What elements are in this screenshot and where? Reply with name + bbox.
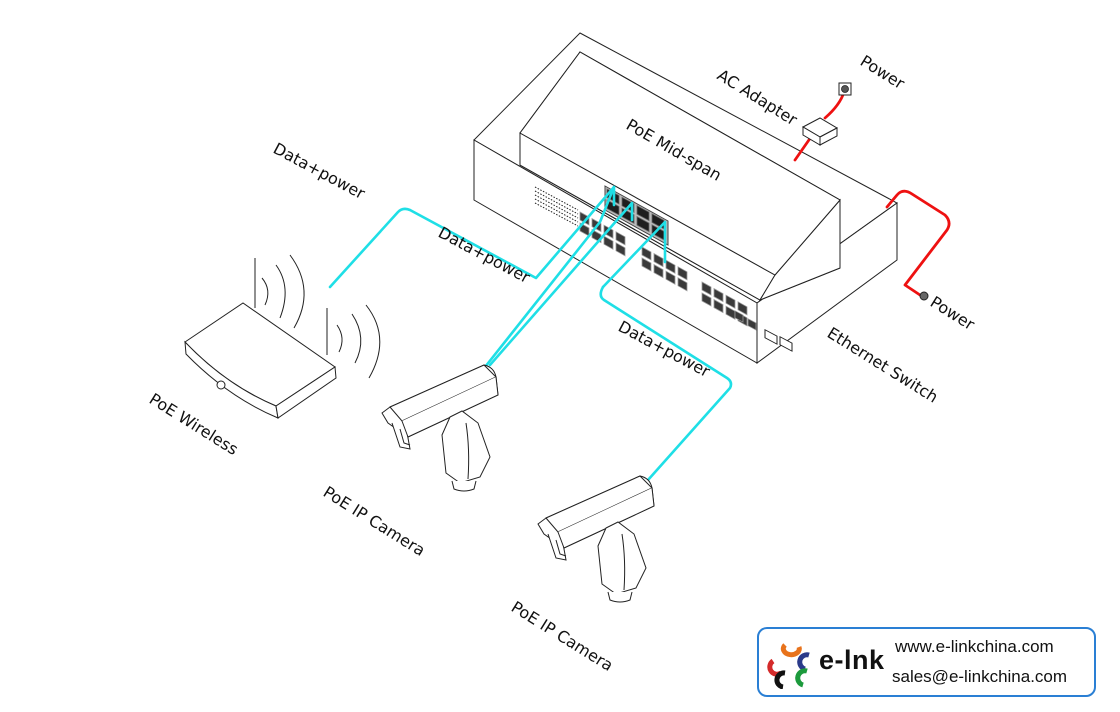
switch-port (725, 305, 736, 320)
poe-wireless-ap (184, 254, 381, 419)
poe-ip-camera-1 (381, 364, 499, 492)
camera-mount-base (607, 591, 633, 603)
power-plug (919, 291, 929, 301)
wifi-wave-icon (275, 264, 286, 319)
sfp-port (764, 328, 778, 345)
switch-port (665, 259, 676, 274)
switch-port (641, 257, 652, 272)
midspan-port (636, 215, 650, 233)
sfp-port (779, 335, 793, 352)
switch-port (677, 266, 688, 281)
website-link[interactable]: www.e-linkchina.com (895, 637, 1054, 656)
camera2-label: PoE IP Camera (508, 597, 617, 675)
camera-mount-edge (621, 533, 626, 591)
camera-mount (597, 521, 647, 595)
wireless-label: PoE Wireless (146, 389, 242, 459)
cable-camera1-a (483, 185, 616, 369)
switch-port (713, 298, 724, 314)
wifi-wave-icon (336, 324, 343, 353)
camera-mount (441, 410, 491, 484)
switch-power-cable (885, 189, 951, 299)
switch-port (713, 287, 724, 303)
adapter-power-cable (793, 135, 813, 162)
uplink-port (747, 318, 757, 331)
ap-side (275, 366, 337, 419)
outlet-socket (841, 85, 849, 93)
camera-lens-icon (555, 539, 567, 557)
switch-port (615, 242, 626, 257)
wifi-wave-icon (261, 277, 269, 306)
ap-led-icon (216, 380, 226, 390)
camera1-label: PoE IP Camera (320, 482, 429, 560)
switch-port (653, 263, 664, 279)
camera-mount-edge (465, 422, 470, 480)
brand-contact-box: e-lnk www.e-linkchina.com sales@e-linkch… (757, 627, 1096, 697)
cable-camera2 (599, 285, 733, 482)
switch-port (665, 270, 676, 285)
adapter-side (819, 127, 838, 146)
camera-mount-base (451, 480, 477, 492)
wifi-wave-icon (351, 313, 362, 364)
wifi-wave-icon (289, 254, 305, 329)
email-link[interactable]: sales@e-linkchina.com (892, 667, 1068, 686)
poe-ip-camera-2 (537, 475, 655, 603)
switch-label: Ethernet Switch (824, 323, 942, 406)
outlet-power-cable (823, 90, 846, 120)
link-label-camera1: Data+power (435, 223, 534, 287)
brand-name: e-lnk (819, 645, 885, 675)
switch-port (725, 294, 736, 309)
switch-port (603, 235, 614, 250)
cable-camera2-up (601, 220, 667, 289)
switch-port (737, 301, 748, 316)
switch-port (579, 211, 590, 226)
cable-wireless (328, 185, 616, 289)
outlet-power-label: Power (857, 51, 908, 93)
switch-side-face (756, 202, 898, 364)
switch-power-label: Power (927, 292, 978, 334)
poe-midspan: PoE Mid-span (519, 51, 841, 302)
switch-port (615, 231, 626, 246)
e-link-logo-icon (767, 643, 810, 689)
wifi-wave-icon (365, 304, 381, 379)
switch-port (641, 246, 652, 261)
link-label-wireless: Data+power (270, 139, 369, 203)
uplink-port (734, 310, 744, 323)
switch-port (701, 281, 712, 296)
switch-port (677, 277, 688, 292)
midspan-top (519, 51, 841, 276)
switch-port (701, 292, 712, 307)
cable-camera1-b (488, 201, 634, 367)
switch-port (653, 252, 664, 268)
midspan-port (636, 204, 650, 222)
ac-adapter (793, 82, 852, 162)
vent-grille (534, 186, 579, 227)
camera-lens-icon (399, 428, 411, 446)
